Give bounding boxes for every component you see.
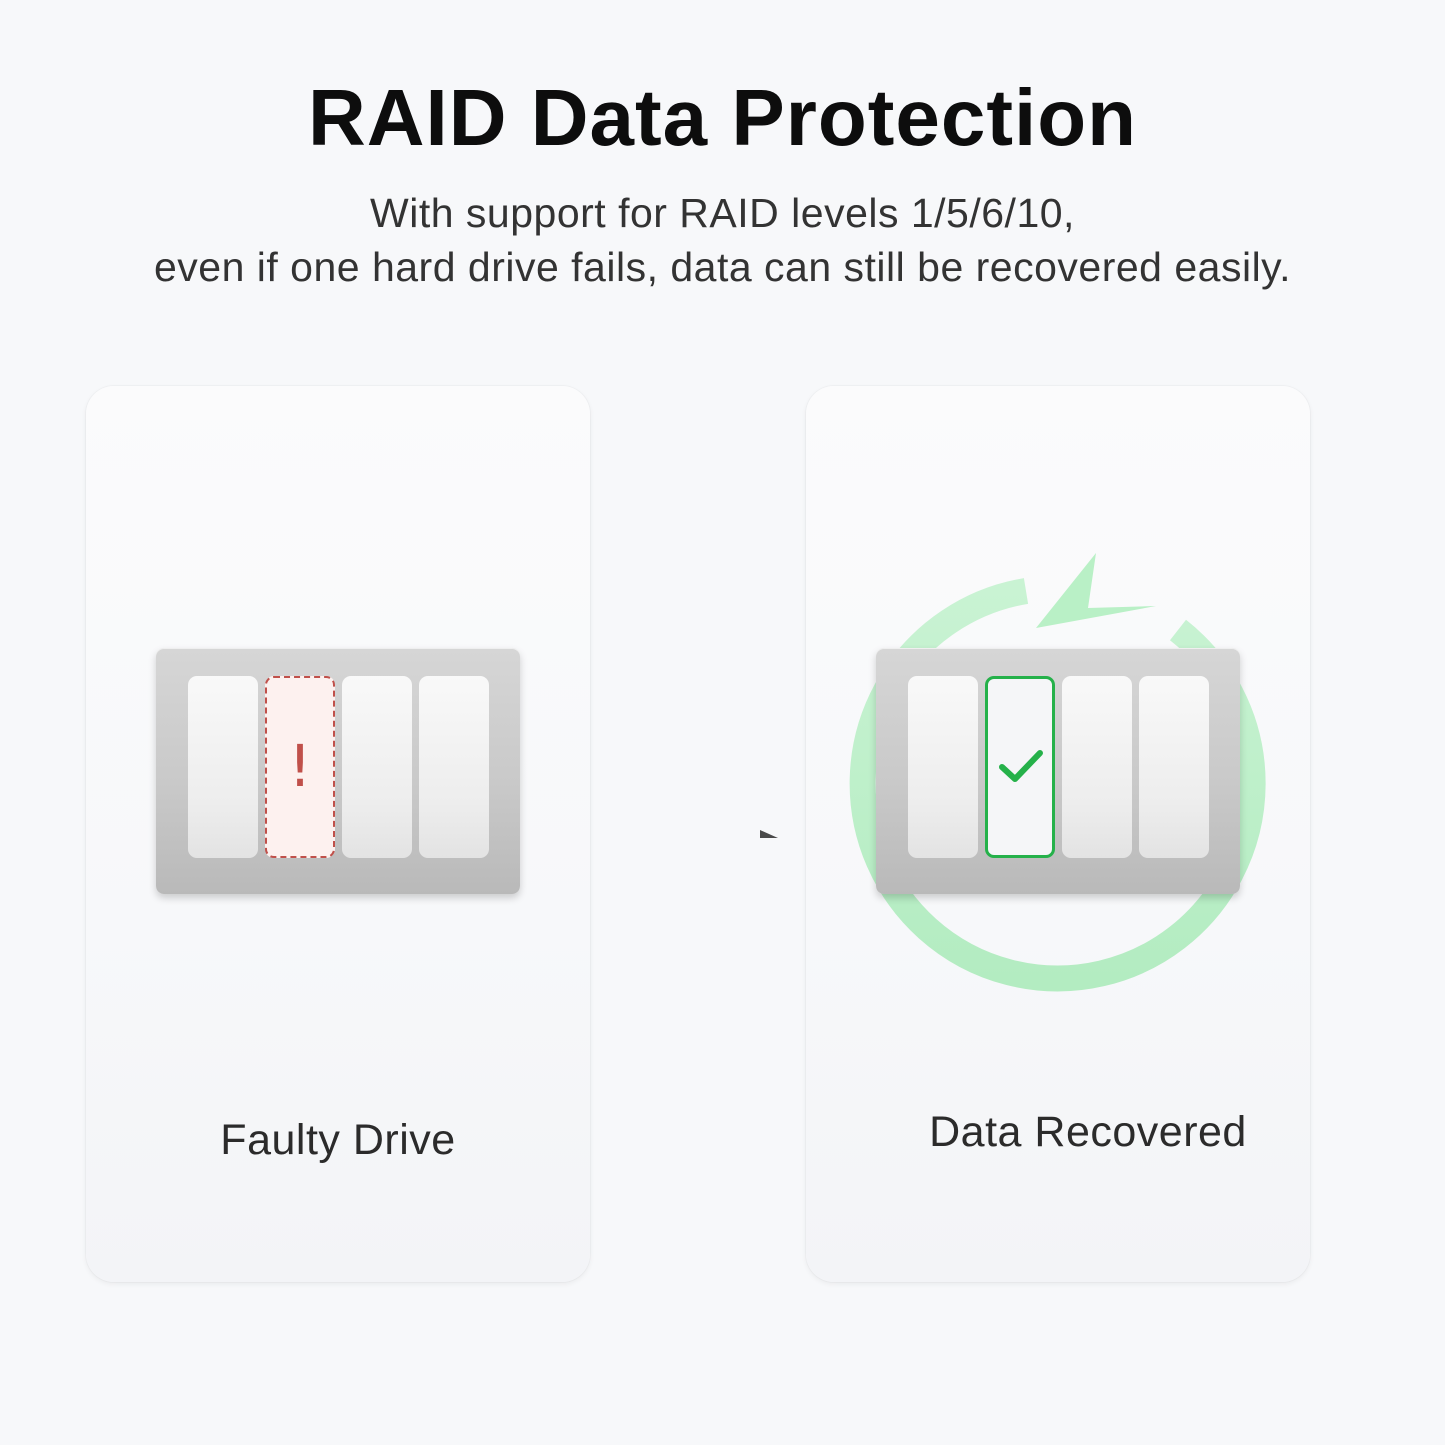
drive-bay-4 bbox=[1139, 676, 1209, 858]
faulty-drive-panel: ! Faulty Drive bbox=[86, 386, 590, 1282]
drive-bay-1 bbox=[188, 676, 258, 858]
drive-bay-4 bbox=[419, 676, 489, 858]
drive-bay-1 bbox=[908, 676, 978, 858]
drive-bay-2-faulty: ! bbox=[265, 676, 335, 858]
drive-bay-3 bbox=[342, 676, 412, 858]
drive-bay-2-recovered bbox=[985, 676, 1055, 858]
drive-bay-3 bbox=[1062, 676, 1132, 858]
exclamation-icon: ! bbox=[288, 732, 312, 800]
subtitle-line-1: With support for RAID levels 1/5/6/10, bbox=[370, 190, 1075, 236]
recovered-drive-enclosure bbox=[876, 648, 1240, 894]
subtitle-line-2: even if one hard drive fails, data can s… bbox=[153, 244, 1292, 290]
checkmark-icon bbox=[999, 750, 1043, 782]
dashed-arrow-icon bbox=[619, 830, 778, 840]
page-title: RAID Data Protection bbox=[308, 73, 1137, 162]
drive-enclosure: ! bbox=[156, 648, 520, 894]
data-recovered-label: Data Recovered bbox=[929, 1108, 1247, 1156]
faulty-drive-label: Faulty Drive bbox=[220, 1116, 456, 1164]
